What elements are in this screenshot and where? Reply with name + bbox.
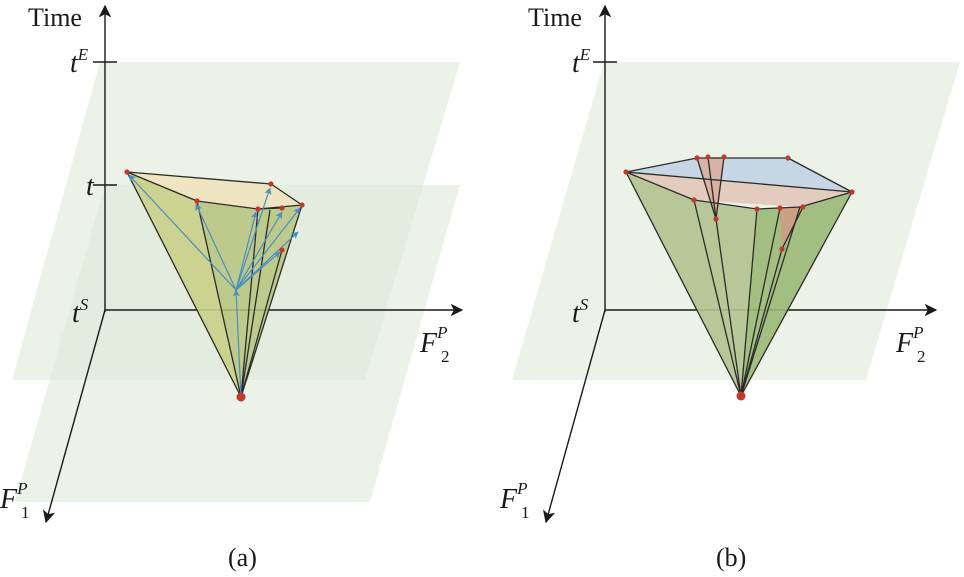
arrow [235, 211, 258, 291]
edge-1 [625, 171, 742, 397]
vertex [279, 247, 285, 253]
caption-b: (b) [716, 543, 746, 572]
f1-axis [542, 309, 606, 524]
edge-8 [740, 248, 783, 397]
arrow [232, 289, 242, 398]
arrow [235, 211, 283, 291]
vertex [255, 206, 261, 212]
edge-7 [257, 207, 283, 210]
mid-edge [625, 171, 853, 193]
caption-a: (a) [228, 543, 257, 572]
edge-12 [781, 206, 804, 250]
top-face [127, 172, 302, 209]
tS-label: tS [72, 295, 89, 329]
edge-9 [696, 157, 717, 220]
top-face-pink [626, 172, 852, 207]
vertex [713, 216, 719, 222]
tE-label: tE [572, 45, 591, 79]
top-outline [625, 157, 853, 210]
edge-10 [707, 156, 717, 220]
cone-face-left [626, 172, 757, 396]
vertex [279, 205, 285, 211]
vertex [694, 155, 700, 161]
vertex [754, 206, 760, 212]
arrow [128, 174, 237, 291]
vertex [779, 246, 785, 252]
vertex [691, 197, 697, 203]
edge-5 [740, 207, 781, 397]
tS-label: tS [572, 295, 589, 329]
edge-4 [740, 208, 758, 397]
arrow [235, 207, 301, 291]
apex-vertex [236, 392, 246, 402]
arrow-bundle [128, 174, 301, 398]
arrow [235, 187, 272, 291]
vertex [124, 169, 130, 175]
vertex [800, 204, 806, 210]
vertex [785, 155, 791, 161]
edge-1 [126, 171, 242, 398]
arrow [235, 231, 299, 291]
vertex [623, 169, 629, 175]
edge-3 [715, 218, 742, 397]
vertex [721, 154, 727, 160]
time-axis-label: Time [28, 3, 82, 32]
edge-11 [715, 156, 725, 220]
vertex [268, 181, 274, 187]
vertex [299, 202, 305, 208]
arrow [195, 203, 237, 291]
vertex [194, 198, 200, 204]
vertices [623, 154, 855, 401]
edge-3 [240, 208, 259, 398]
vertices [124, 169, 305, 402]
top-face-blue [626, 158, 852, 192]
tE-label: tE [70, 45, 89, 79]
apex-vertex [736, 391, 746, 401]
vertex [777, 205, 783, 211]
vertex [849, 189, 855, 195]
edge-6 [740, 206, 801, 397]
vertex [705, 154, 711, 160]
f1-axis [42, 309, 106, 524]
t-label: t [86, 171, 95, 202]
edge-2 [693, 199, 742, 397]
edge-2 [196, 200, 242, 398]
time-axis-label: Time [528, 3, 582, 32]
edge-6 [240, 249, 283, 398]
edge-7 [740, 191, 853, 397]
